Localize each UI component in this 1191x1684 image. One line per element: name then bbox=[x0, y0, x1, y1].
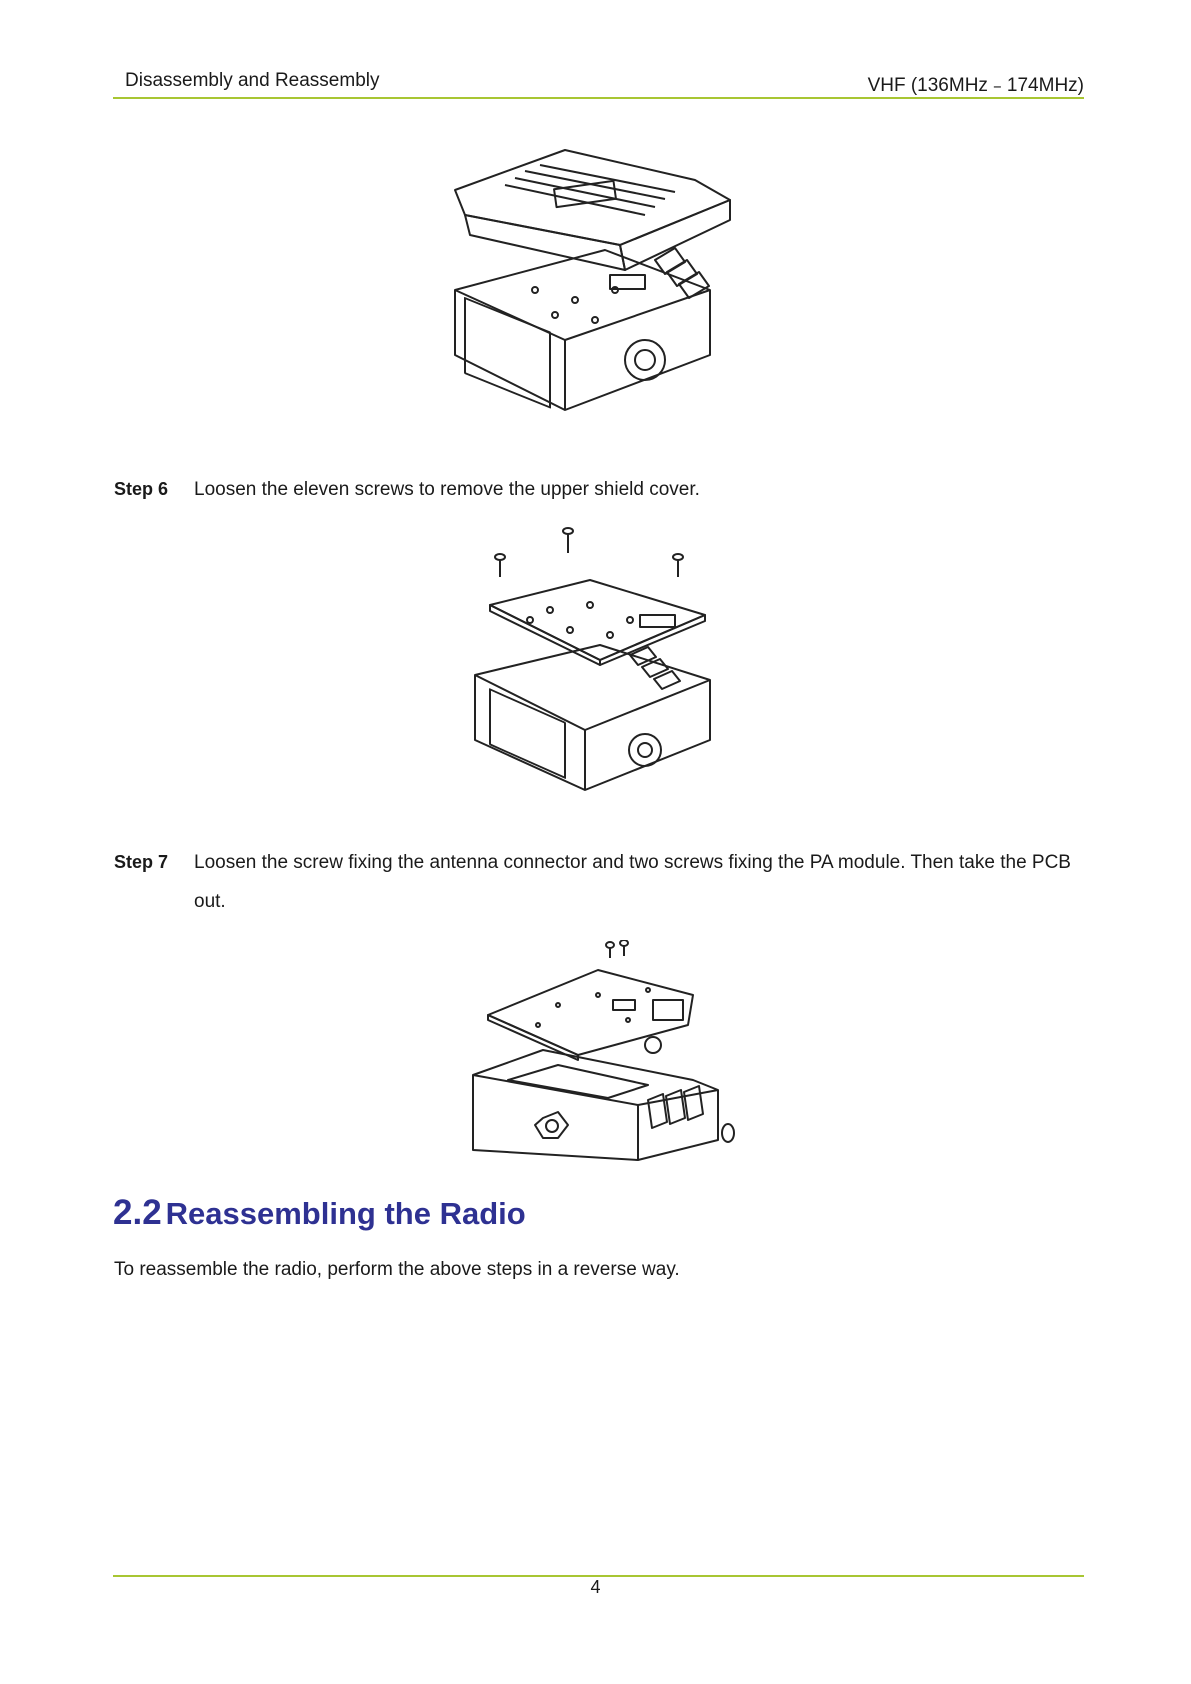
page-number: 4 bbox=[590, 1577, 601, 1597]
footer-rule bbox=[113, 1575, 1084, 1577]
header-title: Disassembly and Reassembly bbox=[125, 70, 380, 91]
header-band: VHF (136MHz﹣174MHz) bbox=[867, 75, 1084, 96]
section-title: Reassembling the Radio bbox=[165, 1196, 526, 1231]
section-body: To reassemble the radio, perform the abo… bbox=[114, 1259, 680, 1280]
step-7-label: Step 7 bbox=[114, 852, 169, 872]
header-rule bbox=[113, 97, 1084, 99]
section-number: 2.2 bbox=[113, 1193, 162, 1232]
step-6-label: Step 6 bbox=[114, 479, 169, 499]
step-7-text: Loosen the screw fixing the antenna conn… bbox=[194, 852, 1071, 912]
shield-cover-figure bbox=[460, 525, 730, 805]
step-7: Step 7 Loosen the screw fixing the anten… bbox=[114, 843, 1089, 921]
step-6: Step 6 Loosen the eleven screws to remov… bbox=[114, 470, 1089, 509]
radio-top-cover-figure bbox=[445, 140, 745, 440]
step-6-text: Loosen the eleven screws to remove the u… bbox=[194, 479, 700, 500]
pcb-removal-figure bbox=[448, 940, 748, 1170]
